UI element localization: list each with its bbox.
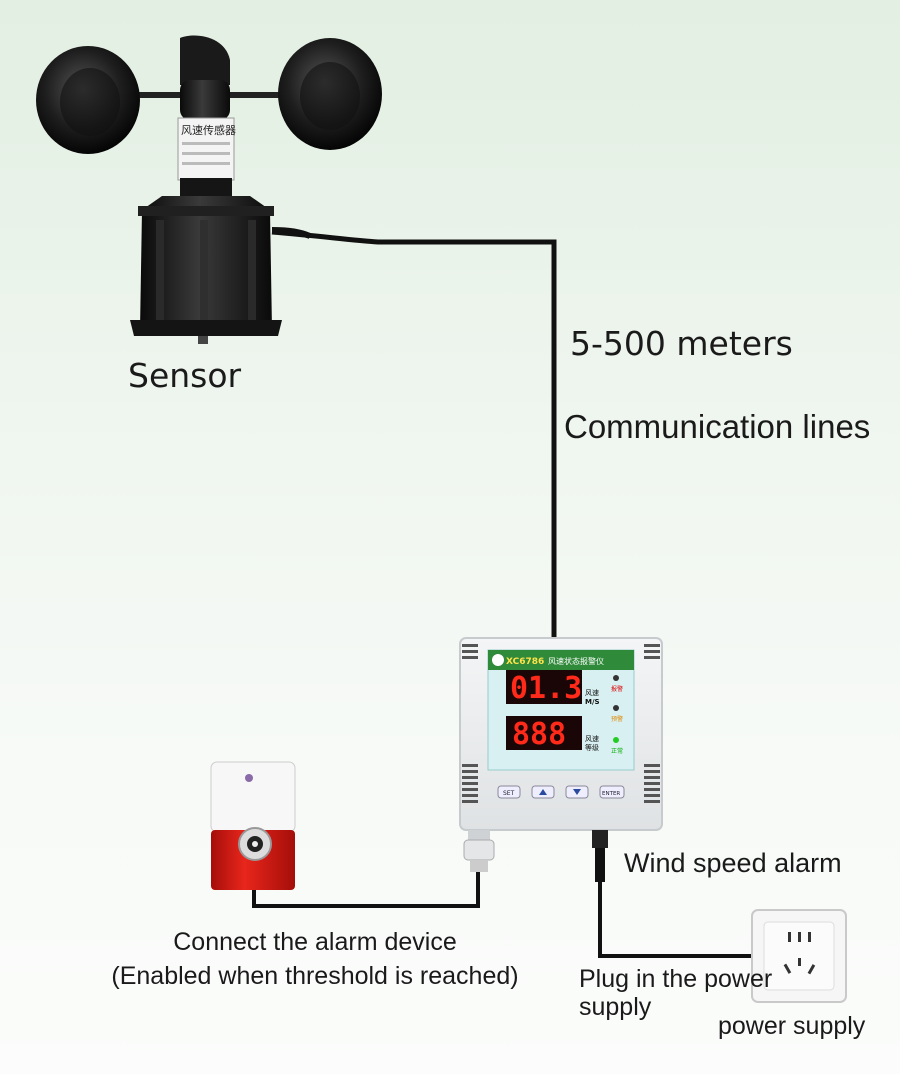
distance-label: 5-500 meters [570, 324, 793, 363]
power-supply-label: power supply [718, 1012, 866, 1040]
power-cable [598, 880, 754, 958]
speed-unit-cn: 风速 [585, 689, 599, 697]
indicator-alarm-label: 报警 [611, 685, 623, 693]
set-button[interactable] [497, 785, 521, 799]
set-button-label: SET [503, 790, 515, 797]
wind-speed-sensor-image: 风速传感器 [36, 35, 382, 344]
alarm-device-label-line2: (Enabled when threshold is reached) [111, 962, 519, 990]
alarm-device-label-line1: Connect the alarm device [173, 928, 457, 956]
sensor-label: Sensor [128, 356, 242, 395]
controller-model: XC6786 [506, 657, 544, 667]
normal-indicator-led [613, 737, 619, 743]
wind-speed-alarm-controller-image: XC6786 风速状态报警仪 01.3 888 风速 M/S 风速 等级 报警 … [459, 637, 663, 882]
alarm-device-label: Connect the alarm device (Enabled when t… [90, 925, 540, 993]
level-display: 888 [512, 717, 566, 752]
enter-button-label: ENTER [602, 791, 620, 797]
sensor-body-text: 风速传感器 [181, 124, 236, 137]
level-unit: 等级 [585, 743, 599, 752]
indicator-normal-label: 正常 [611, 747, 623, 755]
enter-button[interactable] [599, 785, 625, 799]
wind-speed-alarm-label: Wind speed alarm [624, 848, 842, 878]
speed-display: 01.3 [510, 671, 582, 706]
down-arrow-icon [573, 789, 581, 795]
speed-unit: M/S [585, 698, 600, 706]
indicator-warn-label: 预警 [611, 715, 623, 723]
alarm-indicator-led [613, 675, 619, 681]
alarm-siren-image [210, 761, 296, 890]
warning-indicator-led [613, 705, 619, 711]
level-unit-cn: 风速 [585, 735, 599, 743]
communication-lines-label: Communication lines [564, 408, 871, 445]
power-socket-image [751, 909, 847, 1003]
up-arrow-icon [539, 789, 547, 795]
plug-in-power-label: Plug in the power supply [579, 965, 773, 1021]
controller-title: 风速状态报警仪 [548, 656, 604, 666]
